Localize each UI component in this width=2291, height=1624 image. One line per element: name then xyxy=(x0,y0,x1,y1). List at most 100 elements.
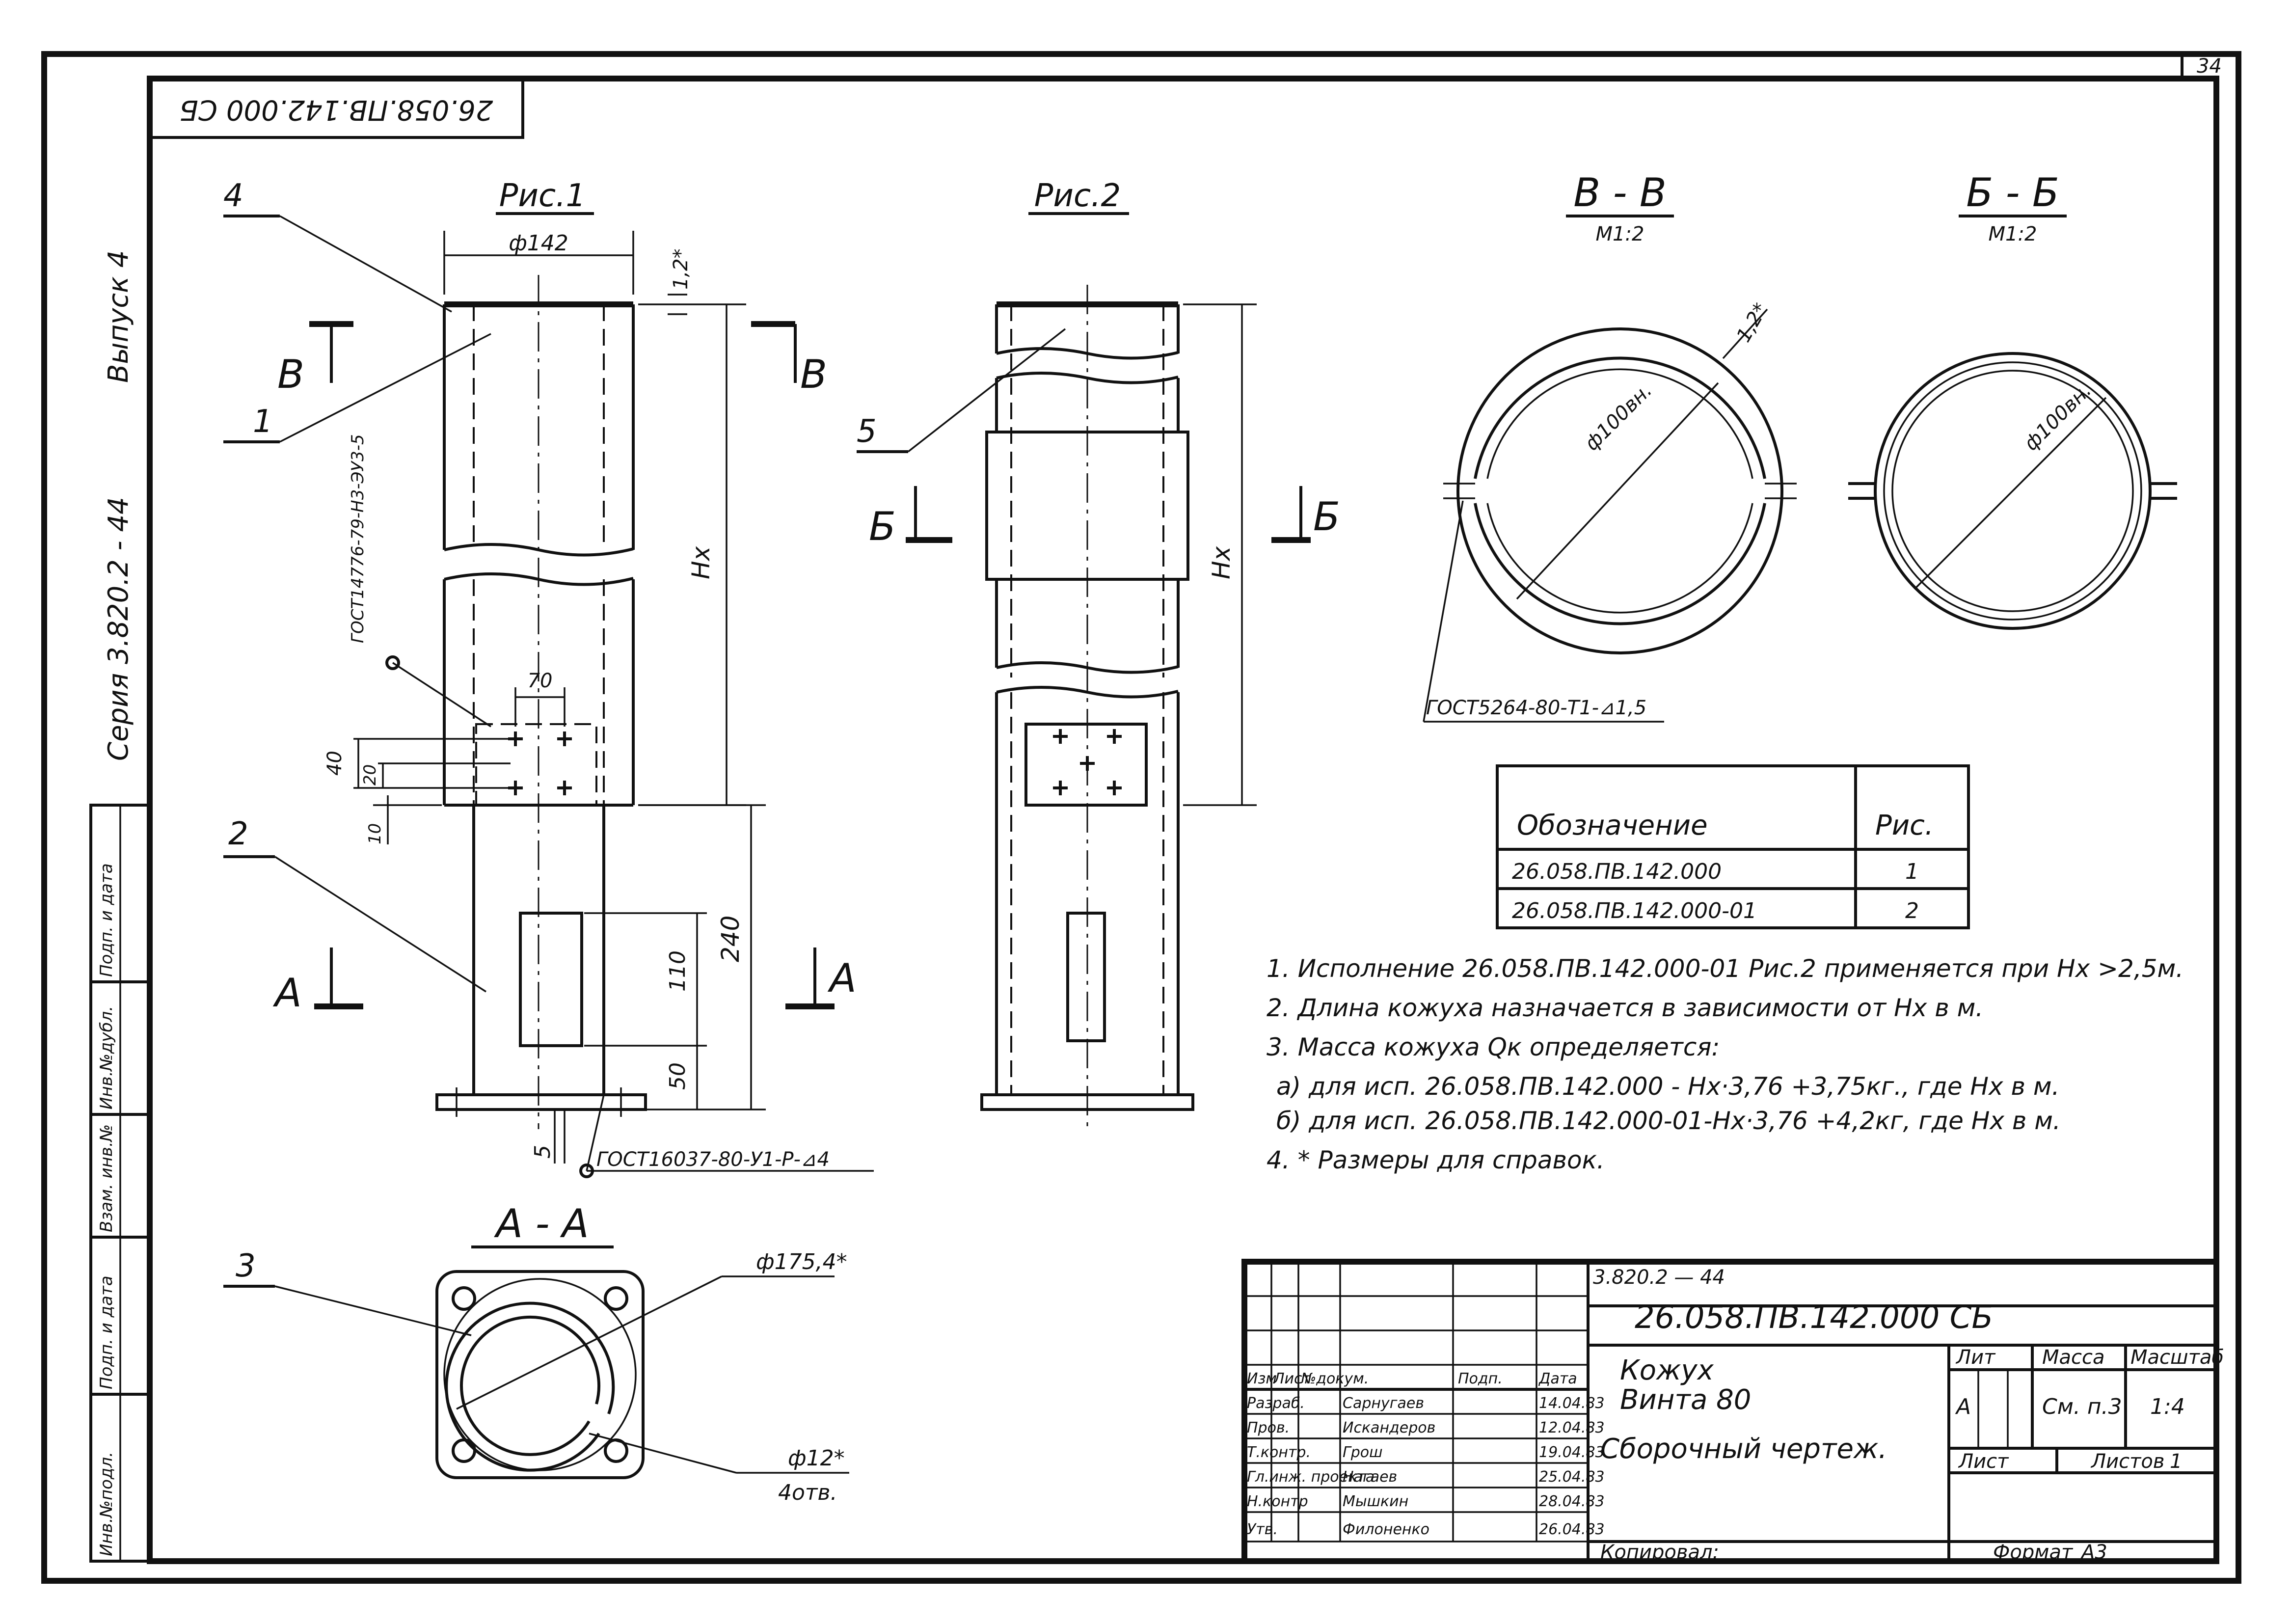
tb-mass-value: См. п.3 xyxy=(2042,1394,2122,1419)
tb-staff-name: Нагаев xyxy=(1343,1468,1397,1486)
side-field-sign-date-1: Подп. и дата xyxy=(97,1275,116,1389)
fig1-dim-70: 70 xyxy=(528,670,553,692)
tb-sheet-label: Лист xyxy=(1958,1450,2009,1473)
fig1-section-b-right: В xyxy=(800,352,827,397)
tb-staff-date: 19.04.83 xyxy=(1539,1444,1605,1461)
tb-col-date: Дата xyxy=(1538,1370,1577,1387)
tb-doc-code: 26.058.ПВ.142.000 СБ xyxy=(1635,1299,1993,1336)
tb-staff-name: Филоненко xyxy=(1343,1521,1429,1538)
fig1-section-a-left: А xyxy=(272,970,302,1016)
table-row-1-designation: 26.058.ПВ.142.000 xyxy=(1512,859,1722,884)
fig1-gost-weld-2: ГОСТ16037-80-У1-Р-⊿4 xyxy=(596,1148,830,1171)
table-header-fig: Рис. xyxy=(1875,810,1934,841)
mounting-holes xyxy=(452,1286,628,1463)
side-field-inv-orig: Инв.№подл. xyxy=(97,1452,116,1556)
note-4: 4. * Размеры для справок. xyxy=(1267,1146,1605,1174)
side-fields-frame xyxy=(89,804,151,1563)
tb-sheets-label: Листов xyxy=(2090,1450,2164,1473)
fig1-dim-10: 10 xyxy=(365,823,385,844)
tb-staff-date: 25.04.83 xyxy=(1539,1468,1605,1486)
section-bb-diameter: ф100вн. xyxy=(2020,379,2096,455)
fig1-dim-20: 20 xyxy=(360,764,380,785)
fig1-diameter: ф142 xyxy=(509,231,568,256)
section-aa-diameter: ф175,4* xyxy=(756,1249,847,1274)
section-aa: А - А ф175,4* ф12* 4отв. xyxy=(435,1201,849,1505)
tb-name-line1: Кожух xyxy=(1620,1354,1714,1386)
table-header-designation: Обозначение xyxy=(1517,810,1708,841)
notes: 1. Исполнение 26.058.ПВ.142.000-01 Рис.2… xyxy=(1267,954,2183,1174)
section-bb-title: Б - Б xyxy=(1966,170,2059,216)
section-vv-gost: ГОСТ5264-80-Т1-⊿1,5 xyxy=(1426,697,1646,719)
tb-scale-value: 1:4 xyxy=(2150,1394,2185,1419)
fig1-section-b-left: В xyxy=(277,352,304,397)
fig1-gost-weld-1: ГОСТ14776-79-Н3-ЭУ3-5 xyxy=(348,434,368,643)
tb-mass-label: Масса xyxy=(2042,1346,2105,1369)
svg-text:4: 4 xyxy=(223,178,243,214)
svg-text:2: 2 xyxy=(228,816,248,852)
tb-scale-label: Масштаб xyxy=(2130,1346,2224,1369)
top-stamp: 26.058.ПВ.142.000 СБ xyxy=(148,77,524,139)
note-3b: б) для исп. 26.058.ПВ.142.000-01-Hx·3,76… xyxy=(1276,1107,2061,1135)
table-row-2-designation: 26.058.ПВ.142.000-01 xyxy=(1512,898,1757,923)
section-aa-hole-count: 4отв. xyxy=(778,1480,837,1505)
tb-staff-role: Пров. xyxy=(1247,1419,1290,1436)
side-field-replace-inv: Взам. инв.№ xyxy=(97,1124,116,1232)
top-stamp-text: 26.058.ПВ.142.000 СБ xyxy=(180,94,493,126)
tb-staff-date: 14.04.83 xyxy=(1539,1395,1605,1412)
fig2-section-b-left: Б xyxy=(869,504,896,549)
tb-copied-label: Копировал: xyxy=(1600,1541,1719,1564)
tb-staff-name: Сарнугаев xyxy=(1343,1395,1424,1412)
table-row-2-fig: 2 xyxy=(1905,898,1919,923)
tb-staff-role: Гл.инж. проекта xyxy=(1247,1468,1375,1486)
section-bb-scale: М1:2 xyxy=(1989,223,2037,245)
fig1-dim-110: 110 xyxy=(665,950,690,992)
fig1-wall: 1,2* xyxy=(670,248,692,290)
tb-staff-date: 12.04.83 xyxy=(1539,1419,1605,1436)
tb-name-line3: Сборочный чертеж. xyxy=(1600,1433,1887,1465)
tb-staff-role: Н.контр xyxy=(1247,1493,1308,1510)
tb-staff-role: Утв. xyxy=(1247,1521,1278,1538)
tb-staff-date: 26.04.83 xyxy=(1539,1521,1605,1538)
svg-text:3: 3 xyxy=(236,1248,256,1284)
section-vv-scale: М1:2 xyxy=(1596,223,1644,245)
tb-name-line2: Винта 80 xyxy=(1620,1384,1751,1416)
tb-staff-role: Разраб. xyxy=(1247,1395,1305,1412)
fig2-title: Рис.2 xyxy=(1034,178,1121,214)
note-3: 3. Масса кожуха Qк определяется: xyxy=(1267,1033,1720,1061)
tb-staff-name: Мышкин xyxy=(1343,1493,1408,1510)
issue-label: Выпуск 4 xyxy=(103,250,135,383)
side-field-inv-dup: Инв.№дубл. xyxy=(97,1006,116,1110)
tb-lit-value: А xyxy=(1955,1394,1971,1419)
section-vv: В - В М1:2 ф100вн. 1,2* ГОСТ5264-80-Т1-⊿… xyxy=(1423,170,1797,723)
note-1: 1. Исполнение 26.058.ПВ.142.000-01 Рис.2… xyxy=(1267,954,2183,983)
tb-staff-name: Искандеров xyxy=(1343,1419,1435,1436)
section-vv-wall: 1,2* xyxy=(1732,299,1773,346)
callout-3: 3 xyxy=(223,1248,472,1336)
figure-1: Рис.1 ф142 1,2* В В Hx xyxy=(272,178,874,1178)
section-aa-title: А - А xyxy=(493,1201,589,1246)
tb-staff-date: 28.04.83 xyxy=(1539,1493,1605,1510)
tb-staff-role: Т.контр. xyxy=(1247,1444,1311,1461)
tb-lit-label: Лит xyxy=(1955,1346,1996,1369)
fig1-dim-240: 240 xyxy=(716,916,745,962)
tb-col-doc: №докум. xyxy=(1300,1370,1369,1387)
side-field-sign-date-2: Подп. и дата xyxy=(97,863,116,977)
fig2-height: Hx xyxy=(1207,546,1236,579)
tb-staff-name: Грош xyxy=(1343,1444,1383,1461)
series-label: Серия 3.820.2 - 44 xyxy=(103,497,135,761)
section-aa-hole-dia: ф12* xyxy=(788,1446,845,1471)
fig1-dim-5: 5 xyxy=(530,1145,555,1159)
callout-2: 2 xyxy=(223,816,486,993)
tb-format-label: Формат xyxy=(1993,1541,2074,1564)
fig1-dim-50: 50 xyxy=(665,1062,690,1090)
svg-text:5: 5 xyxy=(857,413,877,450)
tb-series-code: 3.820.2 — 44 xyxy=(1593,1266,1725,1289)
title-block-grid xyxy=(1241,1259,2219,1564)
svg-text:1: 1 xyxy=(253,404,273,440)
note-3a: а) для исп. 26.058.ПВ.142.000 - Hx·3,76 … xyxy=(1276,1072,2059,1101)
fig1-dim-40: 40 xyxy=(323,751,346,776)
section-bb: Б - Б М1:2 ф100вн. xyxy=(1848,170,2177,630)
fig1-title: Рис.1 xyxy=(499,178,586,214)
note-2: 2. Длина кожуха назначается в зависимост… xyxy=(1267,994,1983,1022)
